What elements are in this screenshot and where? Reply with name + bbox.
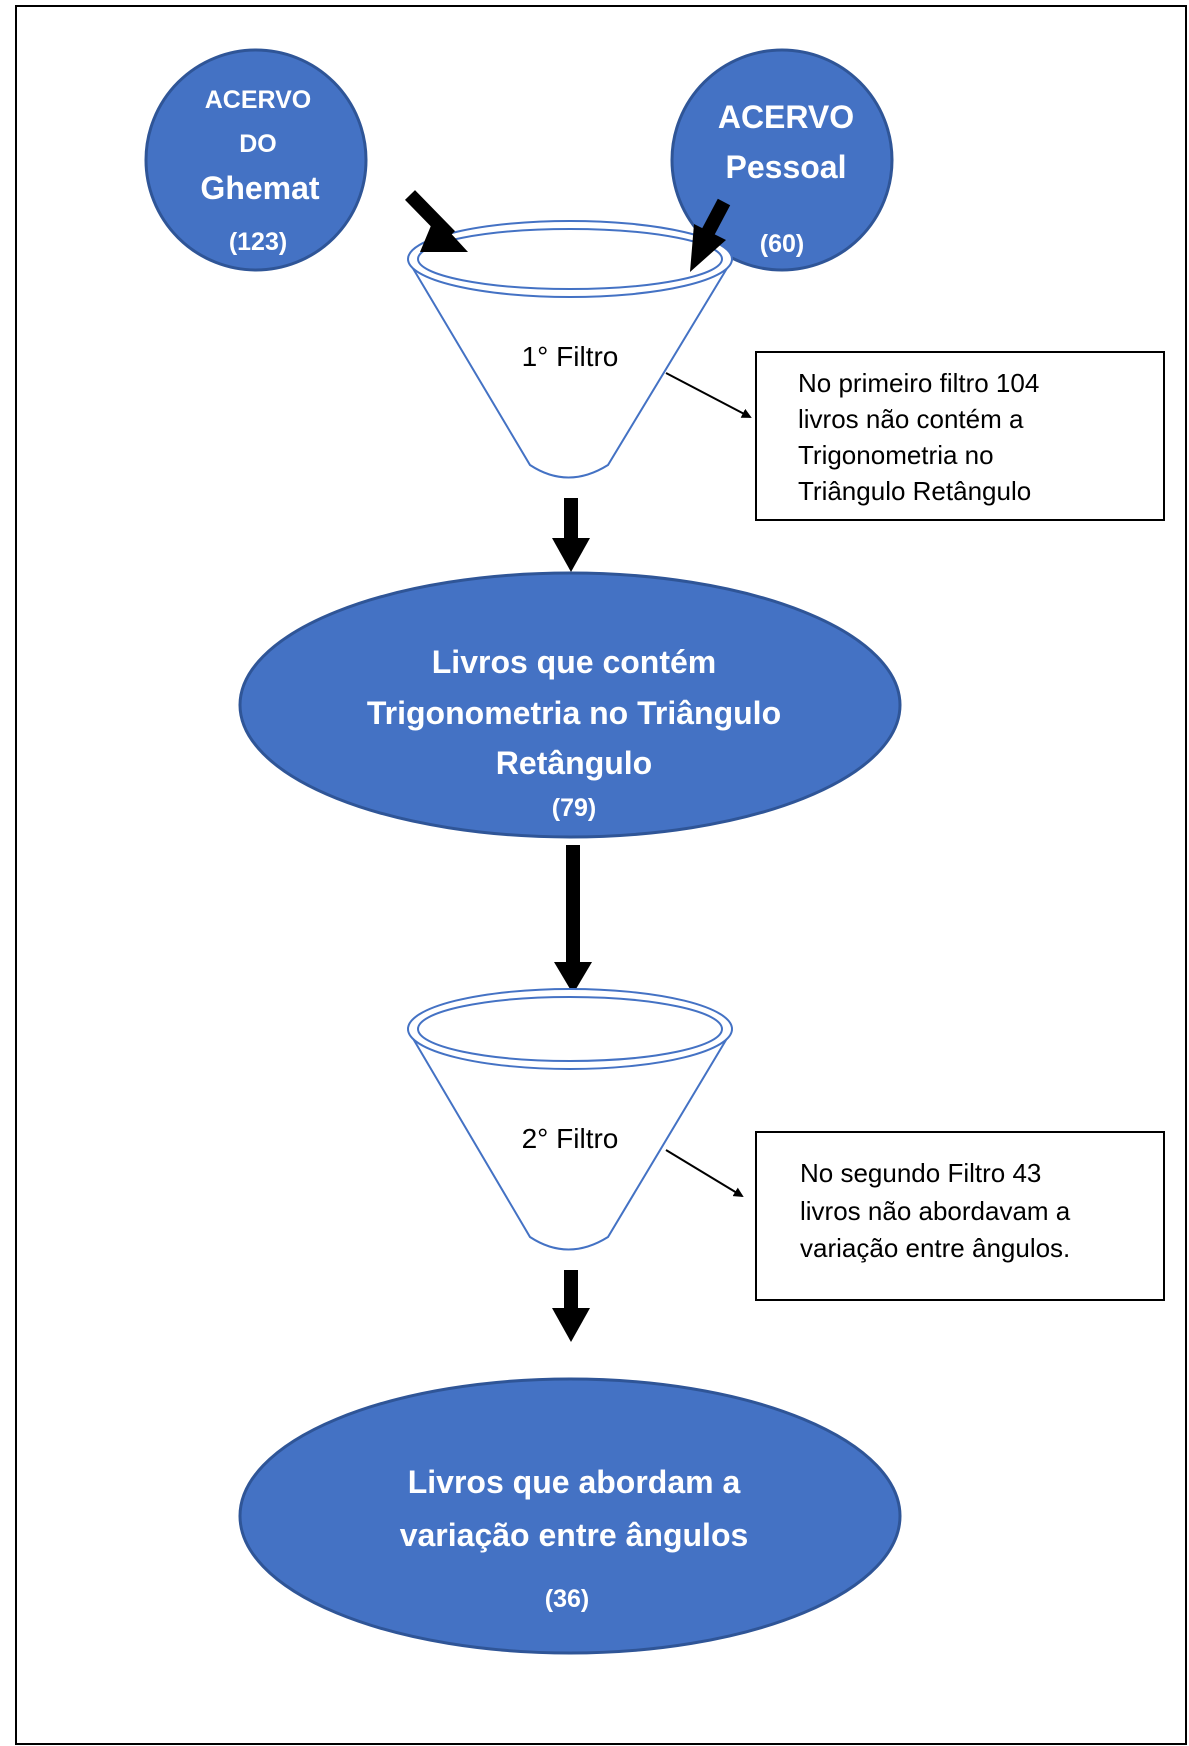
- filter1-note-line2: livros não contém a: [798, 404, 1024, 434]
- arrow-result1-to-filter2-shaft: [566, 845, 580, 965]
- arrow-result1-to-filter2-head: [554, 962, 592, 994]
- arrow-pessoal-to-filter1-head: [690, 224, 726, 272]
- filter1-note-line3: Trigonometria no: [798, 440, 994, 470]
- note2-connector: [665, 1149, 744, 1198]
- diagram-border: [15, 5, 1187, 1745]
- result1-count: (79): [552, 794, 596, 822]
- source-pessoal-count: (60): [760, 230, 804, 258]
- result2-line1: Livros que abordam a: [408, 1464, 741, 1500]
- filter1-funnel: 1° Filtro: [407, 220, 733, 479]
- arrow-filter1-to-result1-head: [552, 538, 590, 572]
- arrow-ghemat-to-filter1-head: [420, 216, 468, 252]
- result1-line2: Trigonometria no Triângulo: [367, 695, 781, 731]
- source-ghemat-count: (123): [229, 228, 287, 256]
- source-ghemat-line3: Ghemat: [200, 170, 319, 206]
- filter1-note-line1: No primeiro filtro 104: [798, 368, 1039, 398]
- filter1-note: No primeiro filtro 104 livros não contém…: [755, 351, 1165, 521]
- result2-count: (36): [545, 1585, 589, 1613]
- source-ghemat-line2: DO: [239, 130, 277, 158]
- filter1-note-line4: Triângulo Retângulo: [798, 476, 1031, 506]
- note1-connector: [665, 372, 752, 418]
- source-pessoal-node: ACERVO Pessoal (60): [670, 48, 894, 272]
- result1-node: Livros que contém Trigonometria no Triân…: [238, 571, 902, 839]
- result2-line2: variação entre ângulos: [400, 1517, 749, 1553]
- filter2-funnel: 2° Filtro: [407, 988, 733, 1251]
- result1-line1: Livros que contém: [432, 644, 717, 680]
- filter2-note-line1: No segundo Filtro 43: [800, 1158, 1041, 1188]
- source-ghemat-node: ACERVO DO Ghemat (123): [144, 48, 368, 272]
- arrow-filter1-to-result1-shaft: [564, 498, 578, 540]
- result2-node: Livros que abordam a variação entre ângu…: [238, 1377, 902, 1655]
- result1-line3: Retângulo: [496, 745, 652, 781]
- arrow-filter2-to-result2-shaft: [564, 1270, 578, 1310]
- arrow-filter2-to-result2-head: [552, 1308, 590, 1342]
- source-ghemat-line1: ACERVO: [205, 86, 312, 114]
- filter1-label: 1° Filtro: [522, 341, 619, 372]
- filter2-label: 2° Filtro: [522, 1123, 619, 1154]
- filter2-note-line3: variação entre ângulos.: [800, 1233, 1070, 1263]
- source-pessoal-line2: Pessoal: [726, 149, 847, 185]
- arrow-pessoal-to-filter1: [699, 198, 731, 240]
- source-pessoal-line1: ACERVO: [718, 99, 854, 135]
- filter2-note-line2: livros não abordavam a: [800, 1196, 1071, 1226]
- filter2-note: No segundo Filtro 43 livros não abordava…: [755, 1131, 1165, 1301]
